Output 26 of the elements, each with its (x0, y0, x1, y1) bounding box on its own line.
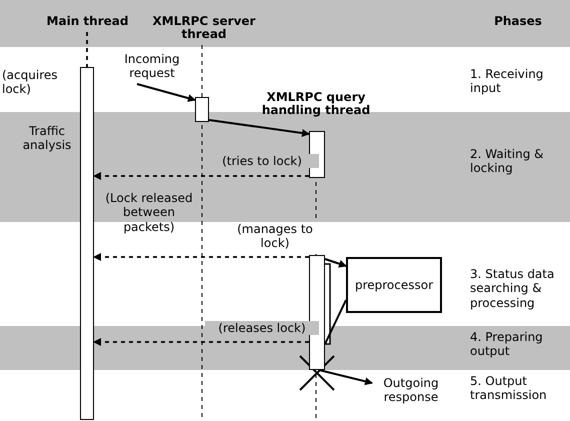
lane-header: Phases (478, 12, 558, 32)
arrow (208, 119, 310, 137)
lane-header: XMLRPC query handling thread (256, 84, 376, 124)
arrow (318, 369, 373, 386)
note-label: (Lock released between packets) (104, 191, 194, 234)
phase-label: 4. Preparing output (470, 330, 544, 359)
phase-label: 1. Receiving input (470, 67, 544, 96)
lane-header: XMLRPC server thread (145, 10, 263, 46)
arrow (93, 338, 309, 346)
process-box: preprocessor (346, 257, 442, 313)
arrow (136, 83, 196, 102)
activation-bar (195, 97, 209, 122)
flow-text: Outgoing response (372, 373, 450, 407)
phase-label: 3. Status data searching & processing (470, 267, 556, 310)
arrow (324, 258, 347, 268)
phase-label: 2. Waiting & locking (470, 147, 544, 176)
lane-header: Main thread (30, 12, 145, 32)
note-label: (acquires lock) (2, 68, 58, 97)
flow-text: Incoming request (104, 48, 200, 84)
arrow (93, 253, 309, 261)
activation-bar (309, 255, 325, 370)
phase-label: 5. Output transmission (470, 374, 548, 403)
note-label: Traffic analysis (22, 124, 72, 153)
edge-label: (releases lock) (205, 321, 319, 336)
activation-bar (80, 67, 94, 420)
arrow (93, 172, 309, 180)
